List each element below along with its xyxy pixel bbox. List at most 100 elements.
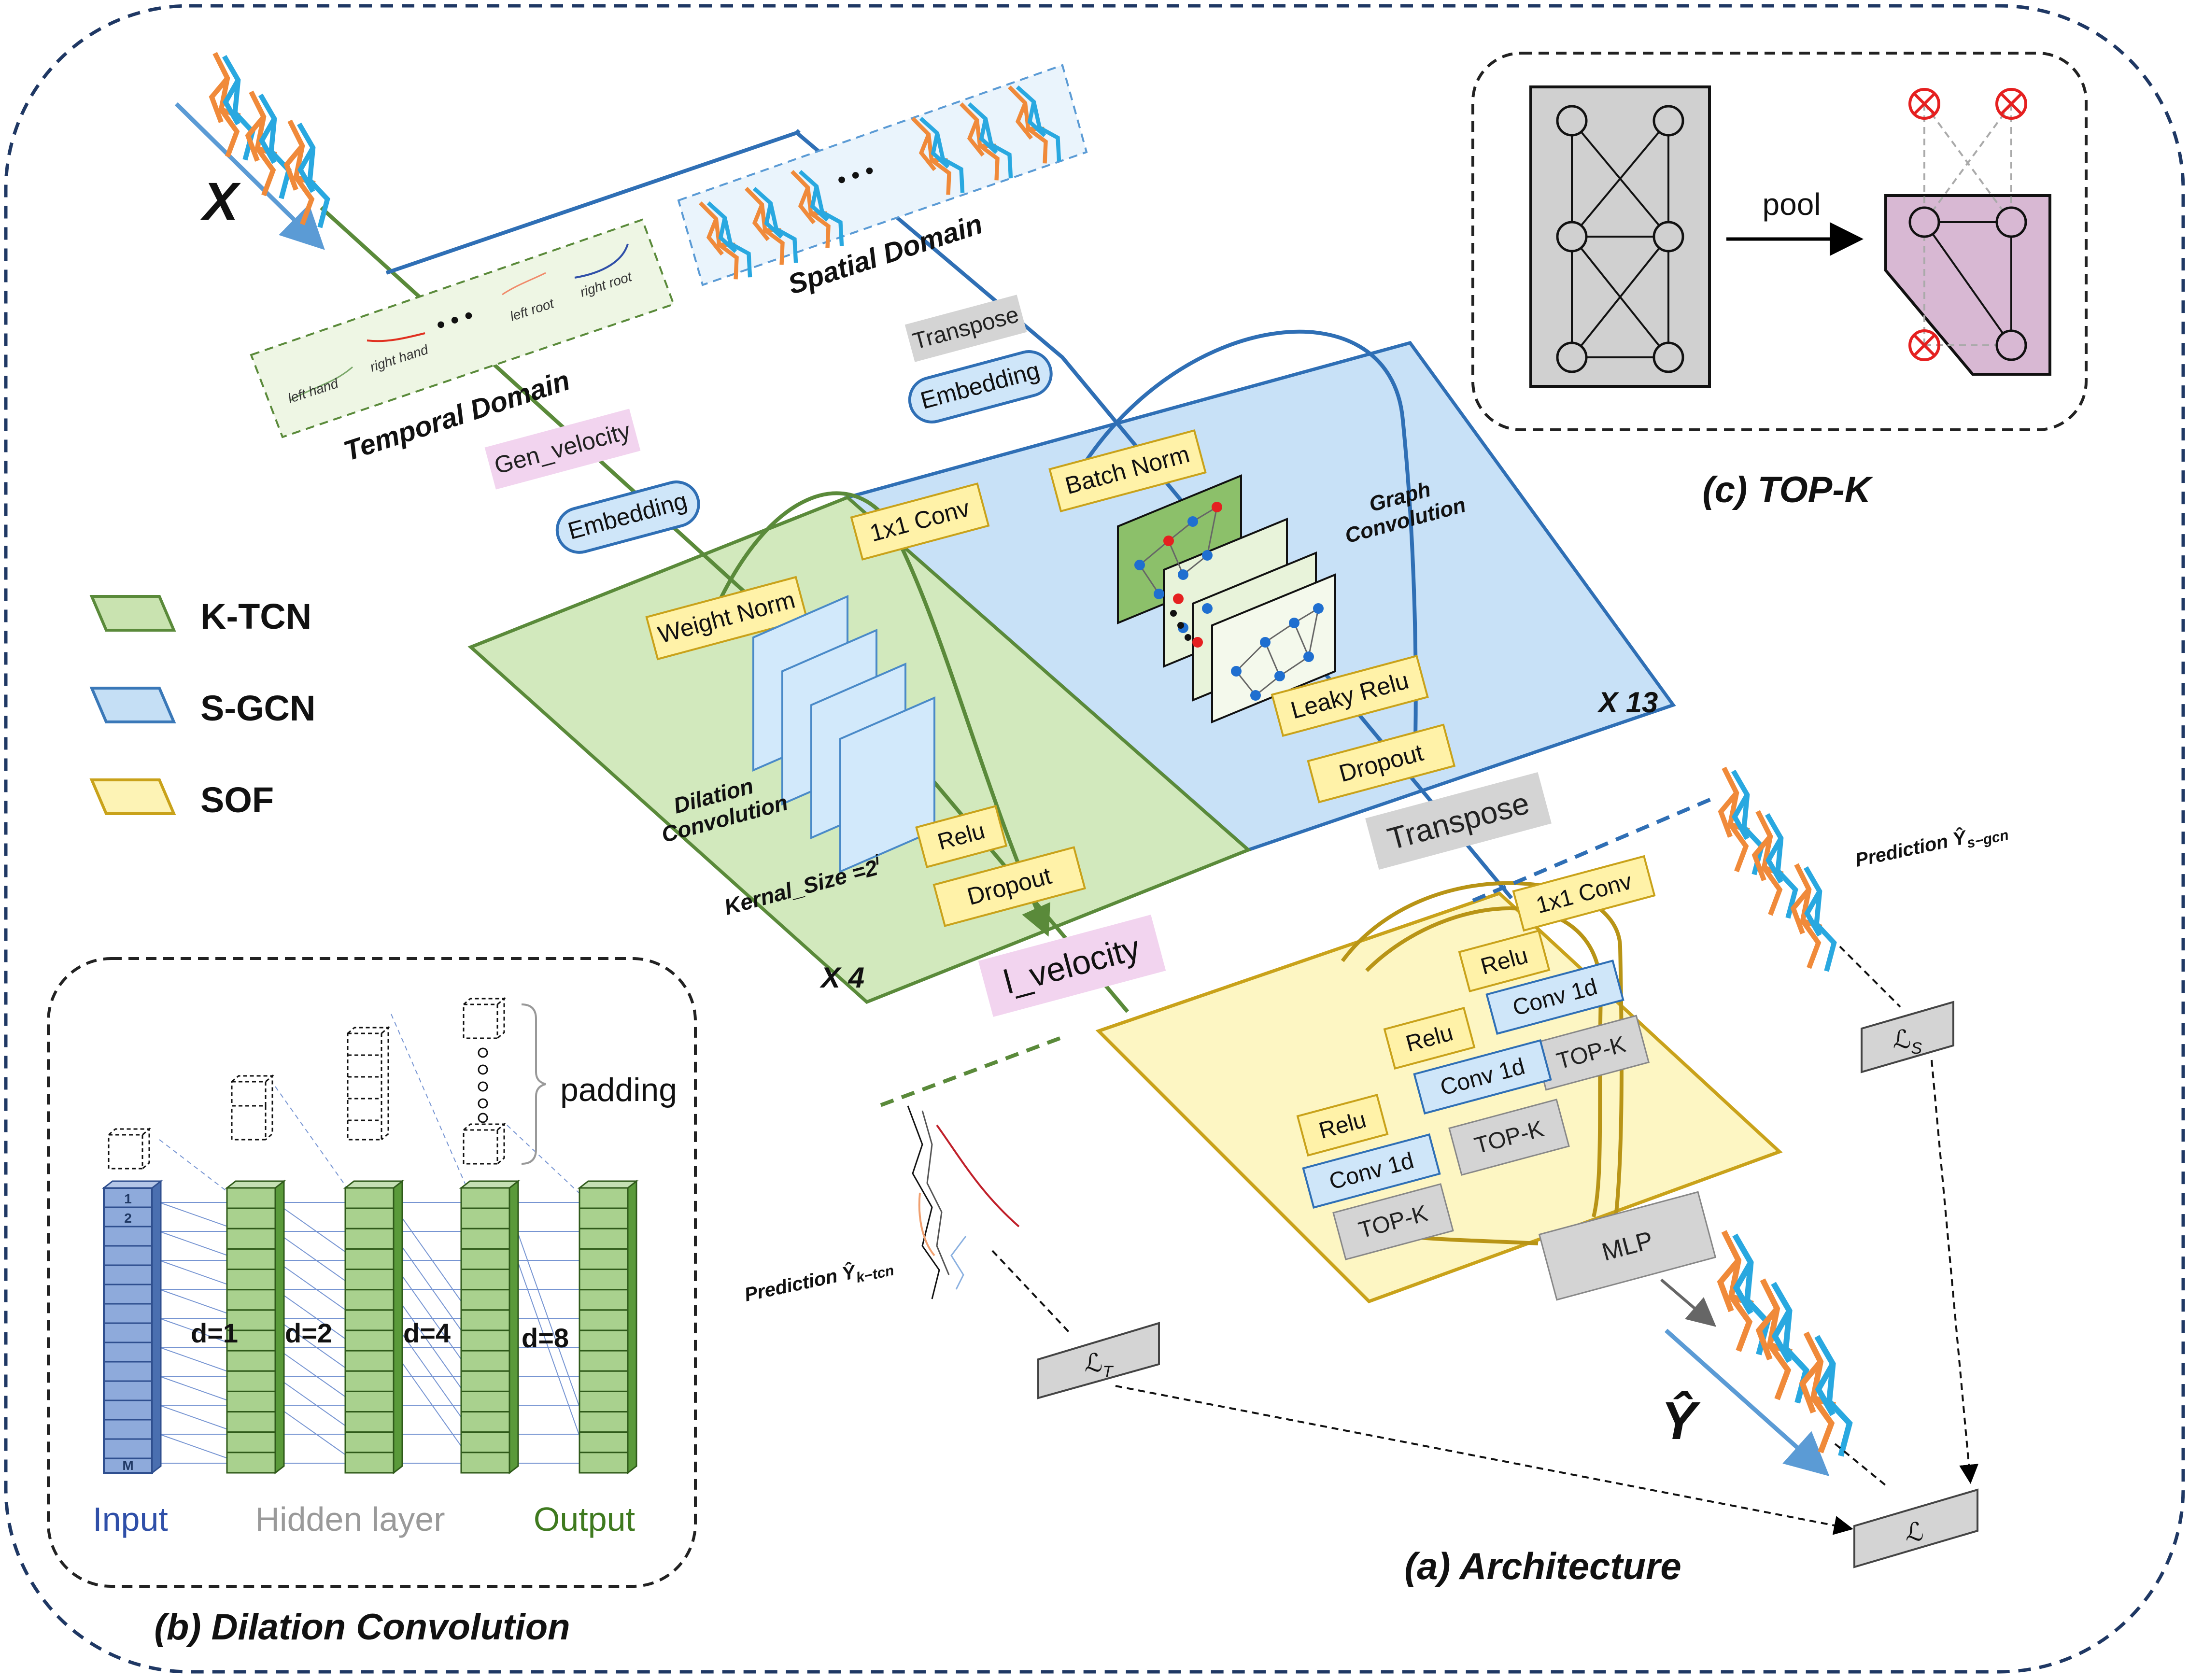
column-cell bbox=[579, 1289, 629, 1311]
output-label: Output bbox=[534, 1500, 635, 1538]
svg-text:ℒT: ℒT bbox=[1085, 1349, 1114, 1381]
outer-frame bbox=[4, 4, 2185, 1674]
column-cell bbox=[344, 1187, 395, 1209]
dropout-spatial-box: Dropout bbox=[1307, 723, 1456, 804]
column-cell bbox=[460, 1350, 510, 1372]
loss-arrows bbox=[991, 946, 1901, 1488]
conv1x1-sof-box: 1x1 Conv bbox=[1512, 855, 1656, 932]
column-cell bbox=[226, 1207, 276, 1229]
svg-text:SOF: SOF bbox=[200, 780, 274, 820]
legend-ktcn: K-TCN bbox=[89, 595, 311, 636]
column-cell bbox=[226, 1411, 276, 1433]
dilation-d2: d=2 bbox=[285, 1318, 332, 1348]
column-cell bbox=[344, 1309, 395, 1331]
column-cell bbox=[460, 1431, 510, 1454]
loss-s-box: ℒS bbox=[1861, 1001, 1954, 1073]
column-cell bbox=[344, 1411, 395, 1433]
column-cell bbox=[460, 1390, 510, 1413]
padding-label: padding bbox=[560, 1072, 677, 1108]
relu-2-box: Relu bbox=[1383, 1006, 1476, 1070]
input-cell-1: 1 bbox=[124, 1191, 132, 1206]
column-cell bbox=[344, 1329, 395, 1352]
hidden-column bbox=[459, 1179, 521, 1475]
column-cell bbox=[579, 1452, 629, 1474]
dilation-d4: d=4 bbox=[403, 1318, 451, 1348]
legend-sgcn: S-GCN bbox=[89, 687, 315, 728]
column-cell bbox=[579, 1228, 629, 1250]
padding-dots bbox=[478, 1047, 488, 1123]
column-cell bbox=[579, 1269, 629, 1291]
column-cell bbox=[460, 1411, 510, 1433]
x13-label: X 13 bbox=[1597, 686, 1658, 719]
column-cell bbox=[344, 1452, 395, 1474]
column-cell bbox=[344, 1431, 395, 1454]
dilation-conv-layers bbox=[752, 594, 935, 874]
svg-text:ℒ: ℒ bbox=[1906, 1518, 1923, 1546]
temporal-domain-box: left hand right hand • • • left root rig… bbox=[250, 218, 675, 438]
column-cell bbox=[344, 1269, 395, 1291]
dilation-panel: 1 2 M padding d=1 d=2 d=4 d=8 Input Hidd… bbox=[47, 957, 697, 1648]
output-arrow bbox=[1665, 1328, 1830, 1476]
column-cell bbox=[460, 1269, 510, 1291]
sgcn-prediction-label: Prediction Ŷs−gcn bbox=[1853, 817, 2010, 875]
input-column: 1 2 M bbox=[101, 1179, 163, 1475]
column-cell bbox=[226, 1350, 276, 1372]
column-cell bbox=[226, 1187, 276, 1209]
embedding-temporal-box: Embedding bbox=[555, 480, 700, 554]
column-cell bbox=[579, 1309, 629, 1331]
caption-a: (a) Architecture bbox=[1404, 1545, 1681, 1587]
sgcn-skip-curve bbox=[1068, 329, 1431, 771]
column-cell bbox=[344, 1228, 395, 1250]
column-cell bbox=[579, 1329, 629, 1352]
column-cell bbox=[579, 1411, 629, 1433]
column-cell bbox=[579, 1248, 629, 1271]
mlp-box: MLP bbox=[1538, 1191, 1717, 1301]
column-cell bbox=[460, 1370, 510, 1392]
column-cell bbox=[344, 1390, 395, 1413]
relu-1-box: Relu bbox=[1458, 929, 1551, 993]
column-cell bbox=[226, 1309, 276, 1331]
column-cell bbox=[226, 1452, 276, 1474]
removed-node-icon bbox=[1908, 88, 2027, 361]
hidden-columns bbox=[225, 1179, 639, 1475]
column-cell bbox=[344, 1248, 395, 1271]
svg-text:K-TCN: K-TCN bbox=[200, 596, 311, 636]
dilation-d1: d=1 bbox=[191, 1318, 238, 1348]
topk-1-box: TOP-K bbox=[1532, 1015, 1650, 1091]
caption-b: (b) Dilation Convolution bbox=[154, 1607, 570, 1648]
column-cell bbox=[579, 1431, 629, 1454]
x4-label: X 4 bbox=[819, 961, 864, 994]
column-cell bbox=[460, 1228, 510, 1250]
pool-label: pool bbox=[1763, 187, 1821, 222]
column-cell bbox=[344, 1207, 395, 1229]
column-cell bbox=[460, 1329, 510, 1352]
relu-temporal-box: Relu bbox=[915, 805, 1008, 868]
hidden-layer-label: Hidden layer bbox=[255, 1500, 445, 1538]
output-y-label: Ŷ bbox=[1661, 1391, 1701, 1451]
svg-text:S-GCN: S-GCN bbox=[200, 688, 315, 728]
graph-conv-layers bbox=[1117, 474, 1336, 723]
column-cell bbox=[226, 1431, 276, 1454]
legend-sof: SOF bbox=[89, 778, 274, 820]
topk-panel: pool (c) TOP-K bbox=[1471, 52, 2088, 510]
dilation-d8: d=8 bbox=[522, 1323, 569, 1353]
column-cell bbox=[344, 1350, 395, 1372]
column-cell bbox=[460, 1289, 510, 1311]
column-cell bbox=[460, 1309, 510, 1331]
column-cell bbox=[460, 1207, 510, 1229]
column-cell bbox=[226, 1370, 276, 1392]
svg-text:ℒS: ℒS bbox=[1893, 1026, 1922, 1058]
relu-3-box: Relu bbox=[1296, 1093, 1389, 1157]
transpose-top-box: Transpose bbox=[904, 295, 1027, 362]
column-cell bbox=[579, 1370, 629, 1392]
spatial-domain-box: • • • bbox=[677, 64, 1088, 285]
column-cell bbox=[226, 1228, 276, 1250]
column-cell bbox=[226, 1248, 276, 1271]
column-cell bbox=[579, 1207, 629, 1229]
column-cell bbox=[460, 1187, 510, 1209]
padding-brace bbox=[521, 1003, 546, 1165]
column-cell bbox=[344, 1370, 395, 1392]
output-column bbox=[577, 1179, 639, 1475]
caption-c: (c) TOP-K bbox=[1702, 469, 1873, 510]
